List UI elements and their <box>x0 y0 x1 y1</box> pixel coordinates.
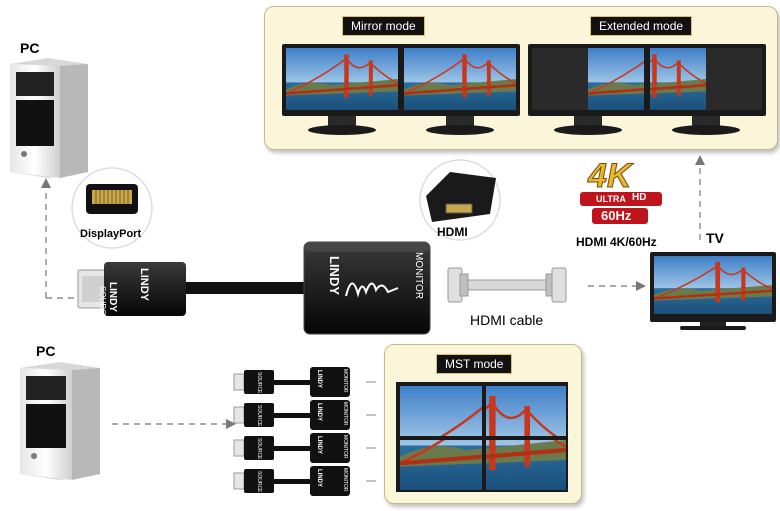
tv-label: TV <box>706 230 724 246</box>
4k-badge <box>580 192 662 224</box>
source-label: SOURCE <box>98 286 107 321</box>
adapter-brand: LINDY <box>327 256 342 295</box>
mini-brand-label: LINDY <box>316 436 322 454</box>
hdmi-zoom <box>419 159 501 241</box>
mini-source-label: SOURCE <box>256 372 262 394</box>
mini-monitor-label: MONITOR <box>342 402 348 426</box>
extended-mode-tag: Extended mode <box>590 16 693 36</box>
mini-source-label: SOURCE <box>256 438 262 460</box>
mini-source-label: SOURCE <box>256 405 262 427</box>
adapter-box <box>303 241 431 335</box>
source-plug-text: LINDY SOURCE <box>98 282 118 342</box>
displayport-label: DisplayPort <box>80 228 142 240</box>
connector-dashed-lines <box>45 162 701 425</box>
badge-hz-text: 60Hz <box>601 208 632 223</box>
hdmi-cable <box>447 267 567 303</box>
mini-adapter <box>233 367 376 397</box>
mirror-monitor-2 <box>400 44 520 135</box>
displayport-zoom <box>71 167 153 249</box>
mini-adapter-chain <box>233 367 376 496</box>
connector-arrowheads <box>41 155 705 429</box>
mini-adapter <box>233 400 376 430</box>
mirror-monitor-1 <box>282 44 402 135</box>
adapter-monitor-label: MONITOR <box>413 252 424 300</box>
source-brand: LINDY <box>107 282 118 312</box>
source-brand-big: LINDY <box>138 268 150 301</box>
badge-4k-text: 4K <box>587 157 632 195</box>
mini-brand-label: LINDY <box>316 370 322 388</box>
mini-brand-label: LINDY <box>316 469 322 487</box>
mini-brand-label: LINDY <box>316 403 322 421</box>
mini-monitor-label: MONITOR <box>342 435 348 459</box>
mini-monitor-label: MONITOR <box>342 369 348 393</box>
dp-plug-source <box>77 262 308 316</box>
hdmi-cable-label: HDMI cable <box>470 312 544 328</box>
mirror-mode-tag: Mirror mode <box>342 16 425 36</box>
mst-video-wall <box>396 382 568 492</box>
hdmi-4k-label: HDMI 4K/60Hz <box>576 235 657 249</box>
pc-tower-top <box>10 58 88 178</box>
mst-mode-tag: MST mode <box>436 354 513 374</box>
mini-monitor-label: MONITOR <box>342 468 348 492</box>
extended-monitor-1 <box>528 44 648 135</box>
signature-mark <box>345 282 399 298</box>
extended-monitor-2 <box>646 44 766 135</box>
tv <box>650 252 776 330</box>
pc-tower-bottom <box>20 362 100 480</box>
mini-source-label: SOURCE <box>256 471 262 493</box>
pc-bottom-label: PC <box>36 343 56 359</box>
badge-ultra-text: ULTRA <box>596 194 626 204</box>
badge-hd-text: HD <box>632 192 647 203</box>
hdmi-label: HDMI <box>437 225 468 239</box>
mini-adapter <box>233 466 376 496</box>
mini-adapter <box>233 433 376 463</box>
pc-top-label: PC <box>20 40 40 56</box>
